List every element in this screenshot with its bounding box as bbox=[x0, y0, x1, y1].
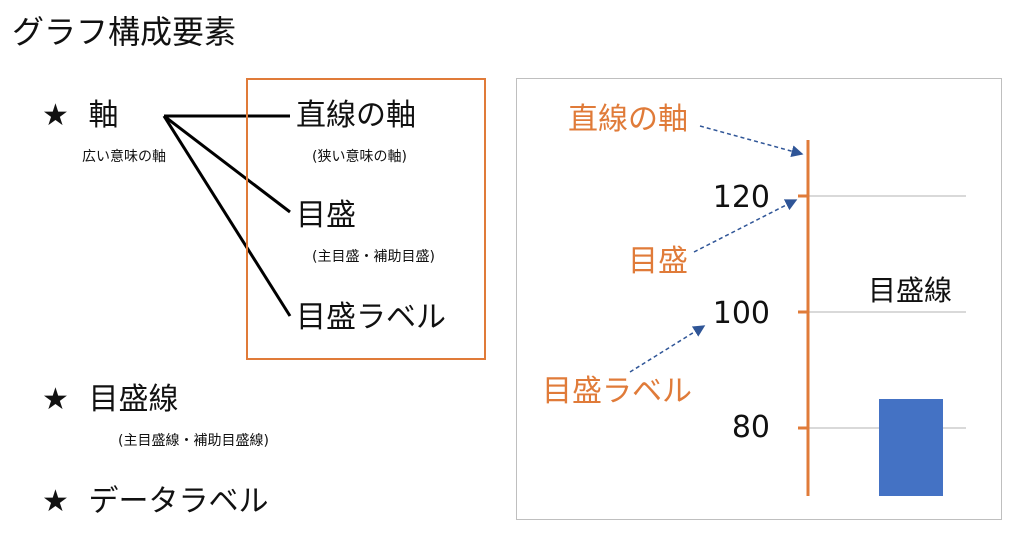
star-icon: ★ bbox=[42, 382, 69, 417]
bullet-datalabel: ★ データラベル bbox=[42, 484, 268, 520]
axis-parts-box bbox=[246, 78, 486, 360]
bullet-axis-note: 広い意味の軸 bbox=[82, 149, 166, 165]
axis-part-tick: 目盛 bbox=[296, 198, 356, 233]
axis-part-line: 直線の軸 bbox=[296, 98, 416, 133]
chart-bar bbox=[879, 399, 943, 496]
annotation-axis-line: 直線の軸 bbox=[568, 102, 688, 137]
axis-part-tick-note: (主目盛・補助目盛) bbox=[312, 249, 435, 265]
axis-part-line-note: (狭い意味の軸) bbox=[312, 149, 407, 165]
page-title: グラフ構成要素 bbox=[12, 13, 237, 51]
bullet-axis: ★ 軸 bbox=[42, 98, 118, 134]
tick-label-80: 80 bbox=[731, 410, 770, 445]
bullet-datalabel-label: データラベル bbox=[88, 484, 269, 519]
star-icon: ★ bbox=[42, 98, 69, 133]
bullet-gridline-note: (主目盛線・補助目盛線) bbox=[118, 433, 269, 449]
bullet-gridline-label: 目盛線 bbox=[88, 382, 179, 417]
tick-label-100: 100 bbox=[712, 296, 770, 331]
tick-label-120: 120 bbox=[712, 180, 770, 215]
arrow-tick bbox=[693, 199, 798, 253]
chart-frame bbox=[516, 78, 1002, 520]
axis-part-ticklabel: 目盛ラベル bbox=[296, 300, 446, 335]
arrow-tick-label bbox=[629, 325, 706, 373]
annotation-tick: 目盛 bbox=[628, 244, 688, 279]
connector-line-label bbox=[162, 115, 292, 317]
bullet-gridline: ★ 目盛線 bbox=[42, 382, 178, 418]
annotation-tick-label: 目盛ラベル bbox=[542, 374, 692, 409]
connector-line-tick bbox=[163, 114, 291, 214]
bullet-axis-label: 軸 bbox=[88, 98, 119, 133]
arrow-axis-line bbox=[699, 125, 804, 158]
star-icon: ★ bbox=[42, 484, 69, 519]
annotation-gridline: 目盛線 bbox=[868, 274, 953, 307]
